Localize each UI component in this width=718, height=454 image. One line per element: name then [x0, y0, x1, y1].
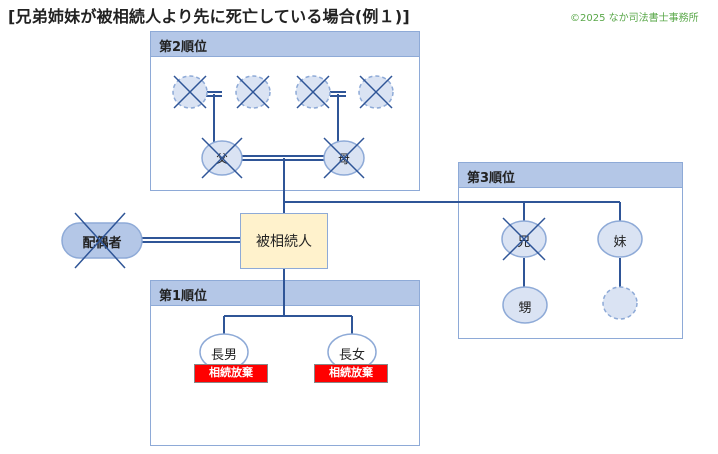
- decedent-box: 被相続人: [240, 213, 328, 269]
- rank3-label: 第3順位: [467, 171, 516, 186]
- diagram-title: [兄弟姉妹が被相続人より先に死亡している場合(例１)]: [8, 7, 410, 26]
- grandparent-node-4: [358, 75, 394, 109]
- rank2-header: 第2順位: [151, 32, 419, 57]
- spouse-label: 配偶者: [82, 236, 122, 251]
- sister-label: 妹: [613, 235, 627, 250]
- grandparent-nodes: [172, 75, 394, 109]
- sister-node: [597, 220, 643, 258]
- nephew-label: 甥: [518, 301, 532, 316]
- grandparent-node-1: [172, 75, 208, 109]
- eldest-son-label: 長男: [210, 348, 237, 363]
- mother-label: 母: [337, 152, 350, 166]
- nephew-node: [502, 286, 548, 324]
- sister-child-node: [602, 286, 638, 320]
- rank1-label: 第1順位: [159, 289, 208, 304]
- renounce-badge-eldest-son: 相続放棄: [194, 364, 268, 383]
- renounce-badge-eldest-daughter: 相続放棄: [314, 364, 388, 383]
- grandparent-node-3: [295, 75, 331, 109]
- father-label: 父: [215, 152, 228, 166]
- brother-label: 兄: [517, 235, 531, 250]
- eldest-daughter-label: 長女: [338, 348, 365, 363]
- grandparent-node-2: [235, 75, 271, 109]
- rank3-box: 第3順位: [458, 162, 683, 339]
- rank3-header: 第3順位: [459, 163, 682, 188]
- copyright-text: ©2025 なか司法書士事務所: [570, 13, 699, 24]
- connector-lines: [142, 91, 621, 334]
- rank2-label: 第2順位: [159, 40, 208, 55]
